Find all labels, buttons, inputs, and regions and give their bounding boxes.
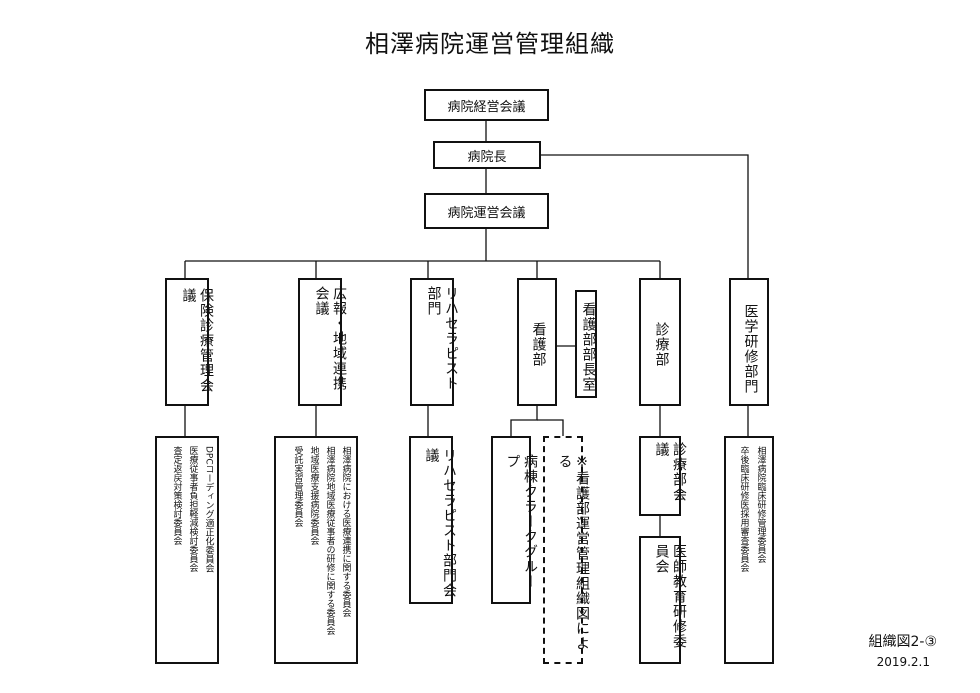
medical-council-label: 診療部会議 [653,442,688,502]
hospital-management-board: 病院経営会議 [424,89,549,121]
insurance-committee-label: 保険診療管理会議 [180,288,215,393]
research-subcommittees-box: 相澤病院臨床研修管理委員会 卒後臨床研修医採用審査委員会 [724,436,774,664]
rehab-department-label: リハセラピスト部門 [425,286,460,391]
insurance-subcommittees-box: DPCコーディング適正化委員会 医療従事者負担軽減検討委員会 査定返戻対策検討委… [155,436,219,664]
medical-department-label: 診療部 [653,322,670,367]
page-title: 相澤病院運営管理組織 [365,30,615,58]
hospital-director: 病院長 [433,141,541,169]
pr-subcommittee-1: 相澤病院における医療連携に関する委員会 [340,446,351,617]
rehab-department-box: リハセラピスト部門 [410,278,459,406]
medical-department-box: 診療部 [639,278,681,406]
nursing-director-office-box: 看護部部長室 [575,290,597,398]
pr-regional-box: 広報・地域連携会議 [298,278,347,406]
pr-subcommittee-3: 地域医療支援病院委員会 [308,446,319,545]
hospital-operations-council: 病院運営会議 [424,193,549,229]
insurance-subcommittee-1: DPCコーディング適正化委員会 [203,446,214,573]
ward-clerk-group-label: 病棟クラークグループ [504,454,539,589]
nursing-org-note-label: ※看護部運営管理組織図による [556,454,591,651]
nursing-department-box: 看護部 [517,278,557,406]
insurance-committee-box: 保険診療管理会議 [165,278,214,406]
pr-subcommittee-2: 相澤病院地域医療従事者の研修に関する委員会 [324,446,335,635]
rehab-council-box: リハセラピスト部門会議 [409,436,457,604]
nursing-org-note-box: ※看護部運営管理組織図による [543,436,590,664]
pr-subcommittee-4: 受託実習管理委員会 [292,446,303,527]
nursing-department-label: 看護部 [530,322,547,367]
medical-training-dept-label: 医学研修部門 [742,304,759,394]
physician-training-committee-label: 医師教育研修委員会 [653,544,688,649]
pr-subcommittees-box: 相澤病院における医療連携に関する委員会 相澤病院地域医療従事者の研修に関する委員… [274,436,358,664]
figure-date: 2019.2.1 [876,655,930,669]
research-subcommittee-2: 卒後臨床研修医採用審査委員会 [738,446,749,572]
rehab-council-label: リハセラピスト部門会議 [423,448,458,598]
insurance-subcommittee-3: 査定返戻対策検討委員会 [171,446,182,545]
figure-label: 組織図2-③ [868,634,937,650]
medical-council-box: 診療部会議 [639,436,687,516]
nursing-director-office-label: 看護部部長室 [580,302,597,392]
research-subcommittee-1: 相澤病院臨床研修管理委員会 [755,446,766,563]
pr-regional-label: 広報・地域連携会議 [313,286,348,391]
physician-training-committee-box: 医師教育研修委員会 [639,536,687,664]
ward-clerk-group-box: 病棟クラークグループ [491,436,538,604]
insurance-subcommittee-2: 医療従事者負担軽減検討委員会 [187,446,198,572]
medical-training-dept-box: 医学研修部門 [729,278,769,406]
